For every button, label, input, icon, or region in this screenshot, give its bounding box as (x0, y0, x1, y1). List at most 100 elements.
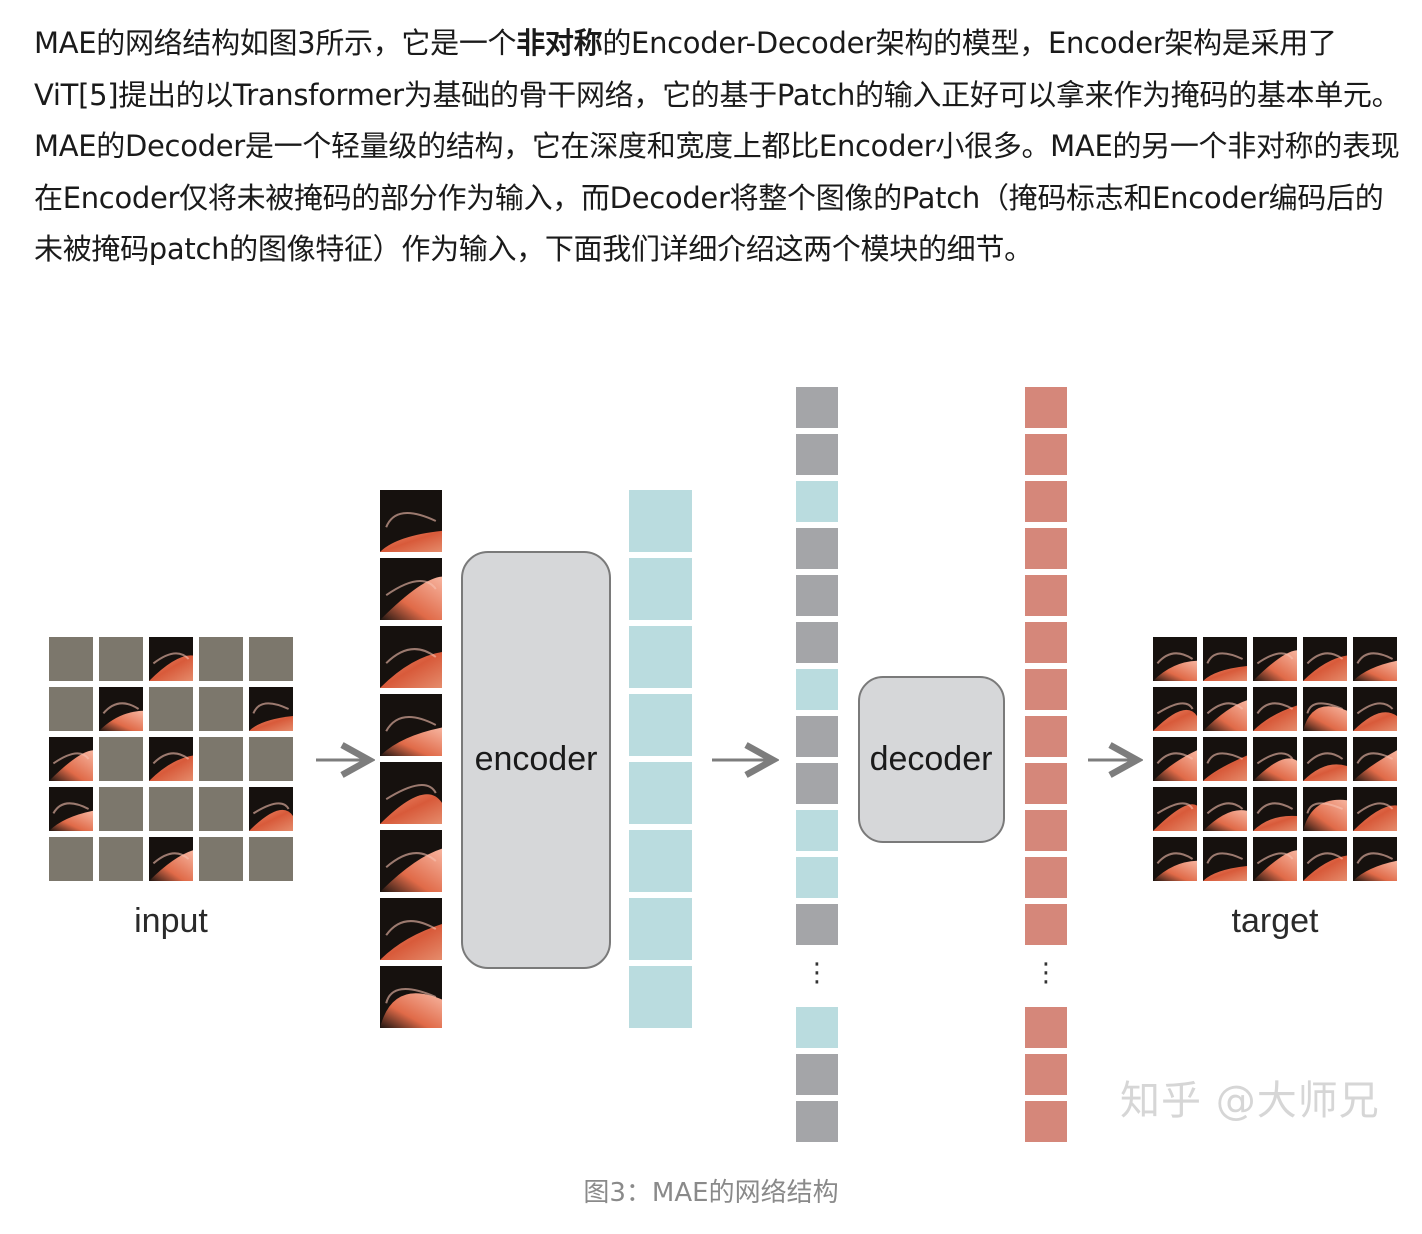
encoded-token (796, 669, 838, 710)
masked-patch (199, 687, 243, 731)
encoder-block (461, 551, 611, 969)
encoded-token (629, 966, 692, 1028)
reconstructed-token (1025, 622, 1067, 663)
masked-patch (99, 837, 143, 881)
ellipsis-icon: ⋮ (1033, 958, 1059, 988)
mask-token (796, 434, 838, 475)
encoded-token (796, 810, 838, 851)
mask-token (796, 387, 838, 428)
masked-patch (249, 637, 293, 681)
mask-token (796, 1054, 838, 1095)
target-patch (1303, 787, 1347, 831)
reconstructed-token (1025, 387, 1067, 428)
visible-patch (380, 626, 442, 688)
paragraph-bold-text: 非对称 (516, 26, 603, 60)
target-patch (1353, 737, 1397, 781)
reconstructed-token (1025, 810, 1067, 851)
target-image-grid (1153, 637, 1397, 881)
masked-patch (49, 687, 93, 731)
masked-patch (49, 837, 93, 881)
article-paragraph: MAE的网络结构如图3所示，它是一个非对称的Encoder-Decoder架构的… (34, 18, 1406, 276)
encoded-token (629, 898, 692, 960)
input-label: input (134, 902, 208, 940)
target-patch (1203, 737, 1247, 781)
encoded-token (629, 694, 692, 756)
reconstructed-token (1025, 434, 1067, 475)
visible-patch (380, 830, 442, 892)
reconstructed-token (1025, 528, 1067, 569)
target-patch (1253, 637, 1297, 681)
paragraph-text-2: 的Encoder-Decoder架构的模型，Encoder架构是采用了ViT[5… (34, 26, 1401, 266)
target-patch (1253, 687, 1297, 731)
mask-token (796, 904, 838, 945)
decoder-input-sequence: ⋮ (796, 387, 838, 1142)
paragraph-text-1: MAE的网络结构如图3所示，它是一个 (34, 26, 517, 60)
visible-patch (380, 694, 442, 756)
encoded-token (629, 830, 692, 892)
target-patch (1153, 737, 1197, 781)
reconstructed-token (1025, 763, 1067, 804)
visible-patch (249, 687, 293, 731)
target-patch (1253, 837, 1297, 881)
target-patch (1153, 637, 1197, 681)
reconstructed-token (1025, 716, 1067, 757)
target-patch (1303, 837, 1347, 881)
masked-patch (199, 637, 243, 681)
mask-token (796, 1101, 838, 1142)
target-patch (1303, 637, 1347, 681)
visible-patch (99, 687, 143, 731)
mae-architecture-diagram: input encoder ⋮ decoder ⋮ target (49, 387, 1397, 1142)
reconstructed-token (1025, 1054, 1067, 1095)
reconstructed-token (1025, 904, 1067, 945)
masked-patch (199, 737, 243, 781)
target-patch (1303, 737, 1347, 781)
visible-patch (249, 787, 293, 831)
encoder-label: encoder (475, 740, 598, 778)
reconstructed-token (1025, 575, 1067, 616)
visible-patch (49, 787, 93, 831)
masked-patch (99, 737, 143, 781)
visible-patch (380, 490, 442, 552)
encoded-token (629, 558, 692, 620)
decoder-label: decoder (870, 740, 993, 778)
mask-token (796, 528, 838, 569)
masked-patch (199, 837, 243, 881)
reconstructed-token (1025, 1007, 1067, 1048)
reconstructed-token (1025, 1101, 1067, 1142)
target-patch (1203, 837, 1247, 881)
visible-patches-column (380, 490, 442, 1028)
target-patch (1203, 637, 1247, 681)
ellipsis-icon: ⋮ (804, 958, 830, 988)
masked-patch (149, 787, 193, 831)
visible-patch (149, 837, 193, 881)
mask-token (796, 716, 838, 757)
visible-patch (49, 737, 93, 781)
masked-patch (249, 837, 293, 881)
masked-patch (149, 687, 193, 731)
reconstructed-token (1025, 669, 1067, 710)
target-patch (1353, 837, 1397, 881)
encoded-tokens-column (629, 490, 692, 1028)
encoded-token (796, 481, 838, 522)
reconstructed-token (1025, 857, 1067, 898)
input-image-grid (49, 637, 293, 881)
masked-patch (99, 637, 143, 681)
mask-token (796, 763, 838, 804)
visible-patch (380, 762, 442, 824)
target-patch (1253, 787, 1297, 831)
visible-patch (149, 637, 193, 681)
encoded-token (629, 490, 692, 552)
mask-token (796, 622, 838, 663)
visible-patch (149, 737, 193, 781)
target-patch (1253, 737, 1297, 781)
target-patch (1153, 837, 1197, 881)
target-patch (1203, 787, 1247, 831)
masked-patch (249, 737, 293, 781)
target-patch (1353, 637, 1397, 681)
target-patch (1303, 687, 1347, 731)
target-patch (1203, 687, 1247, 731)
encoded-token (796, 857, 838, 898)
target-label: target (1232, 902, 1319, 940)
visible-patch (380, 898, 442, 960)
mask-token (796, 575, 838, 616)
